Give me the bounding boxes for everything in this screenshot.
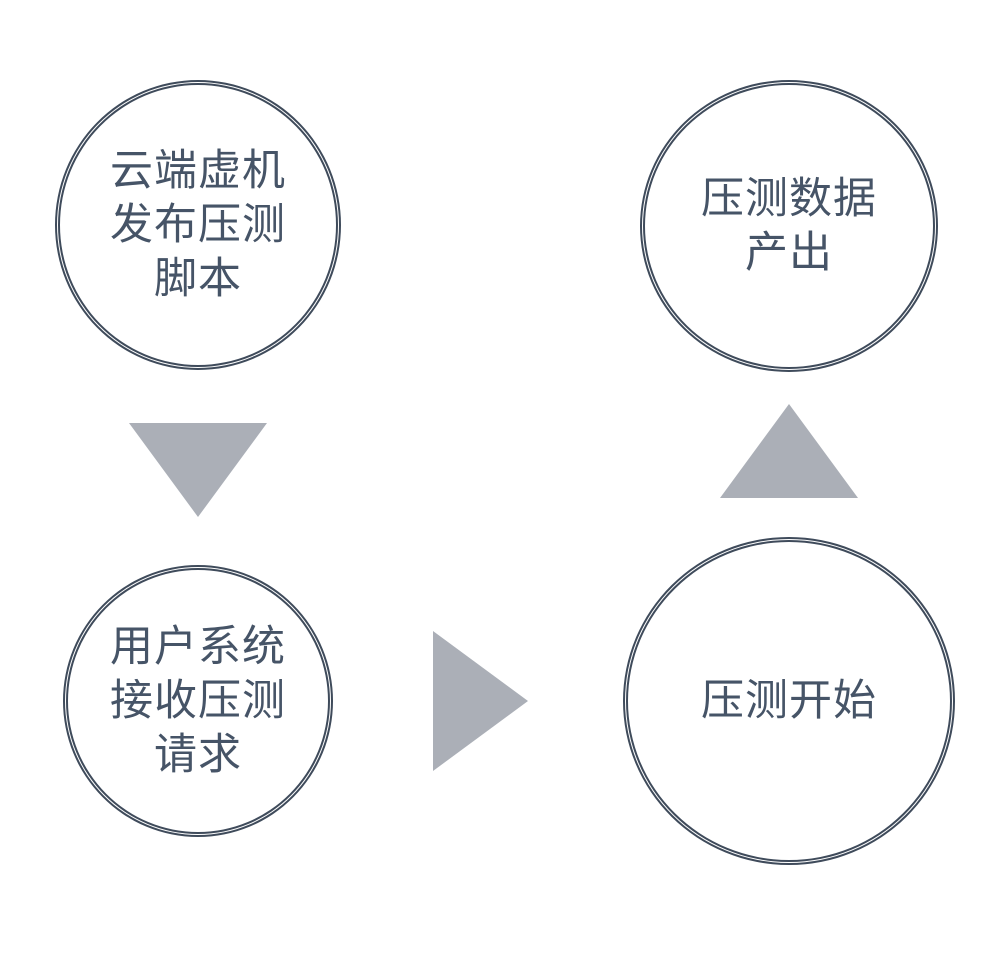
step-circle-receive-request: 用户系统 接收压测 请求 <box>63 565 333 837</box>
step-circle-data-output: 压测数据 产出 <box>640 80 938 372</box>
arrow-down-icon <box>129 423 267 517</box>
arrow-right-icon <box>433 631 528 771</box>
step-circle-publish-script: 云端虚机 发布压测 脚本 <box>55 80 341 370</box>
arrow-down-shape <box>129 423 267 517</box>
step-label-publish-script: 云端虚机 发布压测 脚本 <box>110 146 286 304</box>
arrow-right-shape <box>433 631 528 771</box>
arrow-up-shape <box>720 404 858 498</box>
step-circle-test-start: 压测开始 <box>623 537 955 865</box>
step-label-receive-request: 用户系统 接收压测 请求 <box>110 622 286 780</box>
step-label-data-output: 压测数据 产出 <box>701 174 877 278</box>
arrow-up-icon <box>720 404 858 498</box>
step-label-test-start: 压测开始 <box>701 676 877 726</box>
